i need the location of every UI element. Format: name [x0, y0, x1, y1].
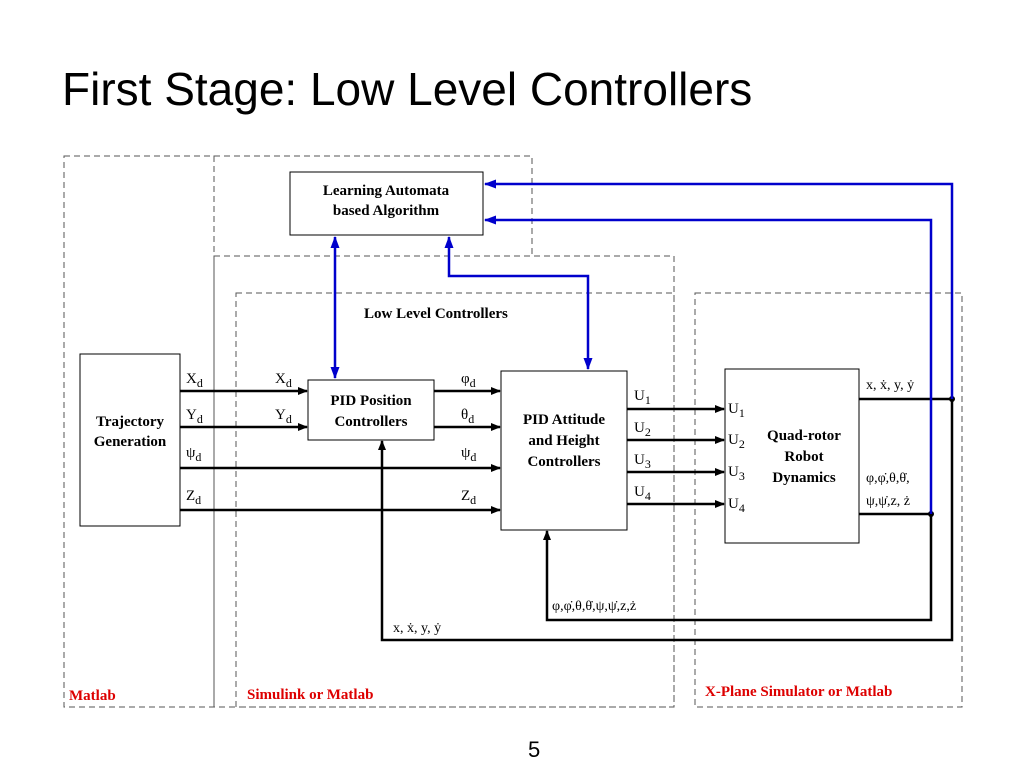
- label-pos-yd: Yd: [275, 407, 292, 426]
- learning-block-line-2: based Algorithm: [333, 203, 440, 219]
- label-traj-yd: Yd: [186, 407, 203, 426]
- label-att-u1: U1: [634, 388, 651, 407]
- region-label-simulink: Simulink or Matlab: [247, 687, 373, 703]
- region-matlab-top: [213, 155, 533, 257]
- pid-attitude-block: [500, 370, 628, 531]
- quadrotor-dynamics-block: [724, 368, 860, 544]
- label-quad-u4: U4: [728, 496, 745, 515]
- region-label-matlab: Matlab: [69, 688, 116, 704]
- label-traj-zd: Zd: [186, 488, 201, 507]
- pid-position-block: [307, 379, 435, 441]
- pid-attitude-line-2: and Height: [528, 433, 599, 449]
- label-att-u3: U3: [634, 452, 651, 471]
- region-xplane: [694, 292, 963, 708]
- attitude-feedback-loop: [543, 514, 933, 622]
- label-quad-u2: U2: [728, 432, 745, 451]
- label-att-thetad: θd: [461, 407, 474, 426]
- page-number: 5: [528, 737, 541, 762]
- pid-position-line-1: PID Position: [330, 393, 412, 409]
- pid-attitude-line-3: Controllers: [527, 454, 600, 470]
- label-att-phid: φd: [461, 371, 476, 390]
- region-low-level: [235, 292, 675, 708]
- label-quad-u1: U1: [728, 401, 745, 420]
- position-feedback-loop: [378, 399, 954, 642]
- learning-automata-block: [289, 171, 484, 236]
- label-traj-xd: Xd: [186, 371, 203, 390]
- region-matlab: [63, 155, 215, 708]
- quadrotor-line-2: Robot: [784, 449, 823, 465]
- label-quad-out-position: x, ẋ, y, ẏ: [866, 378, 914, 393]
- label-pos-xd: Xd: [275, 371, 292, 390]
- region-label-low-level: Low Level Controllers: [364, 306, 508, 322]
- blue-feedback-attitude: [484, 215, 933, 514]
- label-traj-psid: ψd: [186, 445, 201, 464]
- label-att-psid: ψd: [461, 445, 476, 464]
- pid-position-line-2: Controllers: [334, 414, 407, 430]
- slide-title: First Stage: Low Level Controllers: [62, 63, 753, 115]
- blue-feedback-position: [484, 179, 954, 399]
- quadrotor-line-1: Quad-rotor: [767, 428, 841, 444]
- pid-attitude-line-1: PID Attitude: [523, 412, 605, 428]
- trajectory-block-line-1: Trajectory: [96, 414, 165, 430]
- label-attitude-loop: φ,φ̇,θ,θ̇,ψ,ψ̇,z,ż: [552, 599, 636, 614]
- label-att-zd: Zd: [461, 488, 476, 507]
- label-att-u4: U4: [634, 484, 651, 503]
- label-quad-out-attitude-2: ψ,ψ̇,z, ż: [866, 494, 910, 509]
- quadrotor-line-3: Dynamics: [772, 470, 835, 486]
- trajectory-generation-block: [79, 353, 181, 527]
- trajectory-block-line-2: Generation: [94, 434, 167, 450]
- label-att-u2: U2: [634, 420, 651, 439]
- label-position-loop: x, ẋ, y, ẏ: [393, 621, 441, 636]
- blue-link-attitude: [444, 236, 593, 370]
- region-label-xplane: X-Plane Simulator or Matlab: [705, 684, 892, 700]
- learning-block-line-1: Learning Automata: [323, 183, 450, 199]
- label-quad-out-attitude-1: φ,φ̇,θ,θ̇,: [866, 471, 910, 486]
- label-quad-u3: U3: [728, 464, 745, 483]
